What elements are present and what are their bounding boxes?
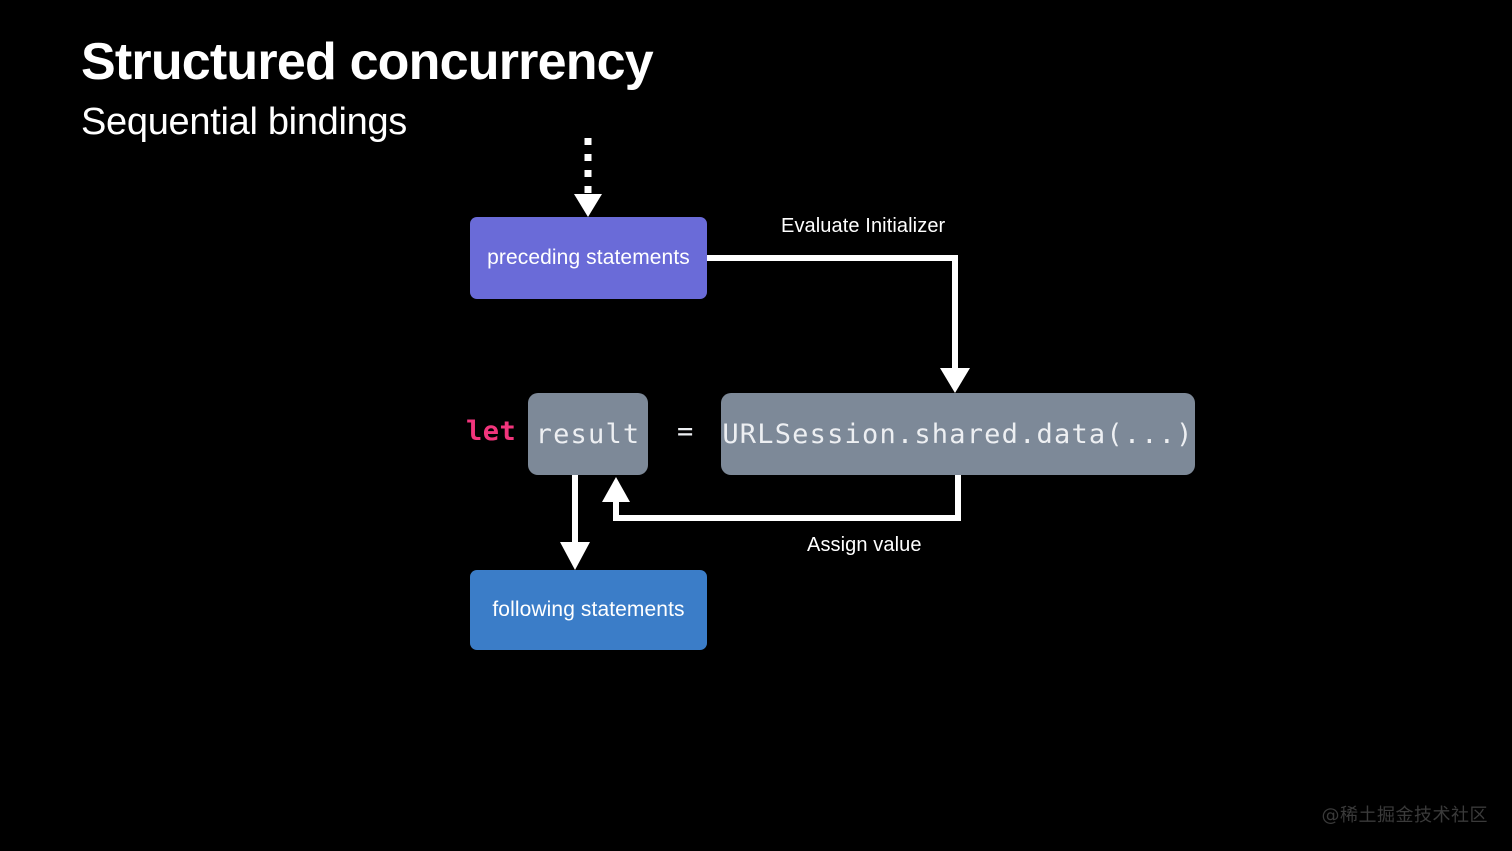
edge-label-assign-value: Assign value xyxy=(807,534,922,556)
watermark: @稀土掘金技术社区 xyxy=(1321,805,1488,826)
edge-evaluate-initializer xyxy=(707,255,970,393)
code-chip-variable[interactable]: result xyxy=(528,393,648,475)
node-following-statements-label: following statements xyxy=(492,598,685,621)
page-title: Structured concurrency xyxy=(81,33,654,91)
edge-assign-value xyxy=(602,475,961,521)
code-operator-equals: = xyxy=(677,416,694,447)
edge-label-evaluate-initializer: Evaluate Initializer xyxy=(781,215,946,237)
node-preceding-statements-label: preceding statements xyxy=(487,246,690,269)
code-chip-initializer-label: URLSession.shared.data(...) xyxy=(722,418,1194,450)
edge-entry-dotted xyxy=(574,138,602,217)
page-subtitle: Sequential bindings xyxy=(81,101,408,144)
node-preceding-statements[interactable]: preceding statements xyxy=(470,217,707,299)
code-chip-initializer[interactable]: URLSession.shared.data(...) xyxy=(721,393,1195,475)
node-following-statements[interactable]: following statements xyxy=(470,570,707,650)
edge-continue xyxy=(560,475,590,570)
code-chip-variable-label: result xyxy=(535,418,641,450)
code-keyword-let: let xyxy=(466,416,517,447)
slide-header: Structured concurrency Sequential bindin… xyxy=(81,34,981,145)
